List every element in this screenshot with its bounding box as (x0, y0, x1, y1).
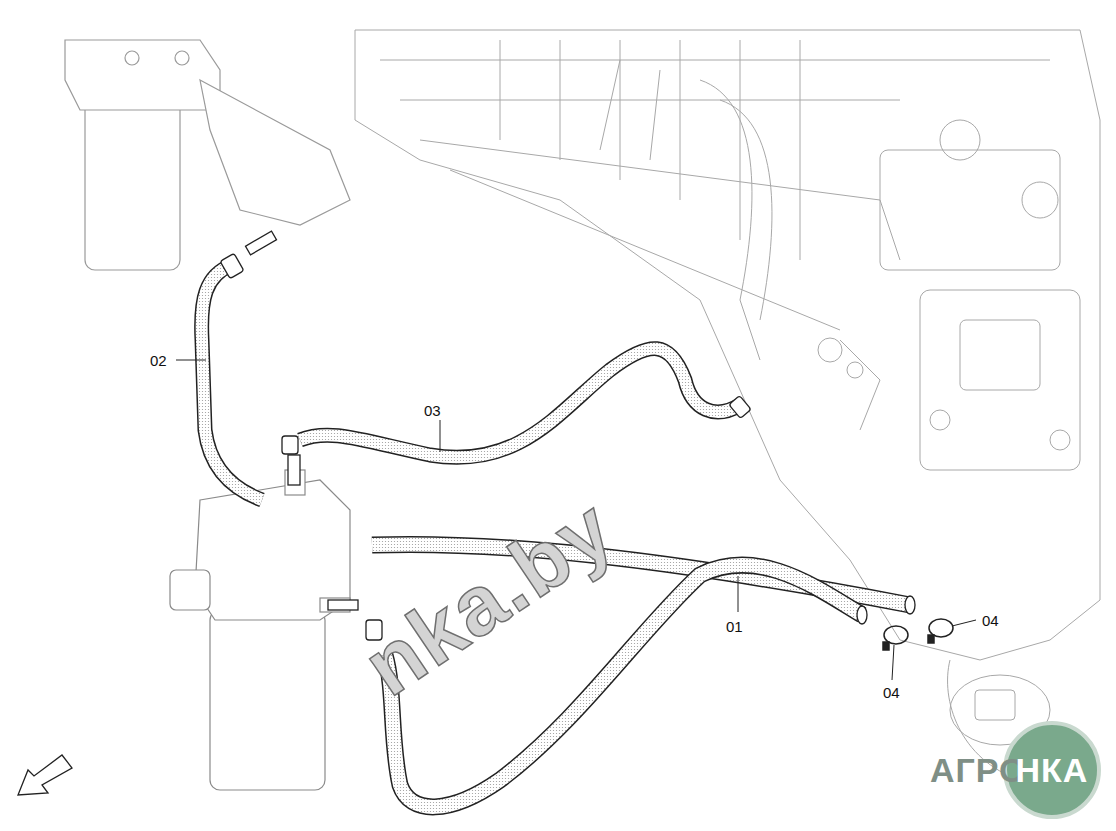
lower-filter (170, 470, 350, 790)
callout-number: 02 (148, 352, 169, 369)
direction-arrow (18, 755, 72, 795)
logo-text: НКА (1016, 753, 1089, 787)
watermark: nka.by (350, 484, 628, 709)
logo-circle (1005, 723, 1099, 817)
callout-number: 01 (724, 618, 745, 635)
callout-number: 04 (881, 684, 902, 701)
callout-number: 03 (422, 402, 443, 419)
callout-number: 04 (980, 612, 1001, 629)
logo-text: АГРО (930, 753, 1027, 787)
hoses (202, 265, 910, 807)
upper-filter (65, 40, 350, 270)
